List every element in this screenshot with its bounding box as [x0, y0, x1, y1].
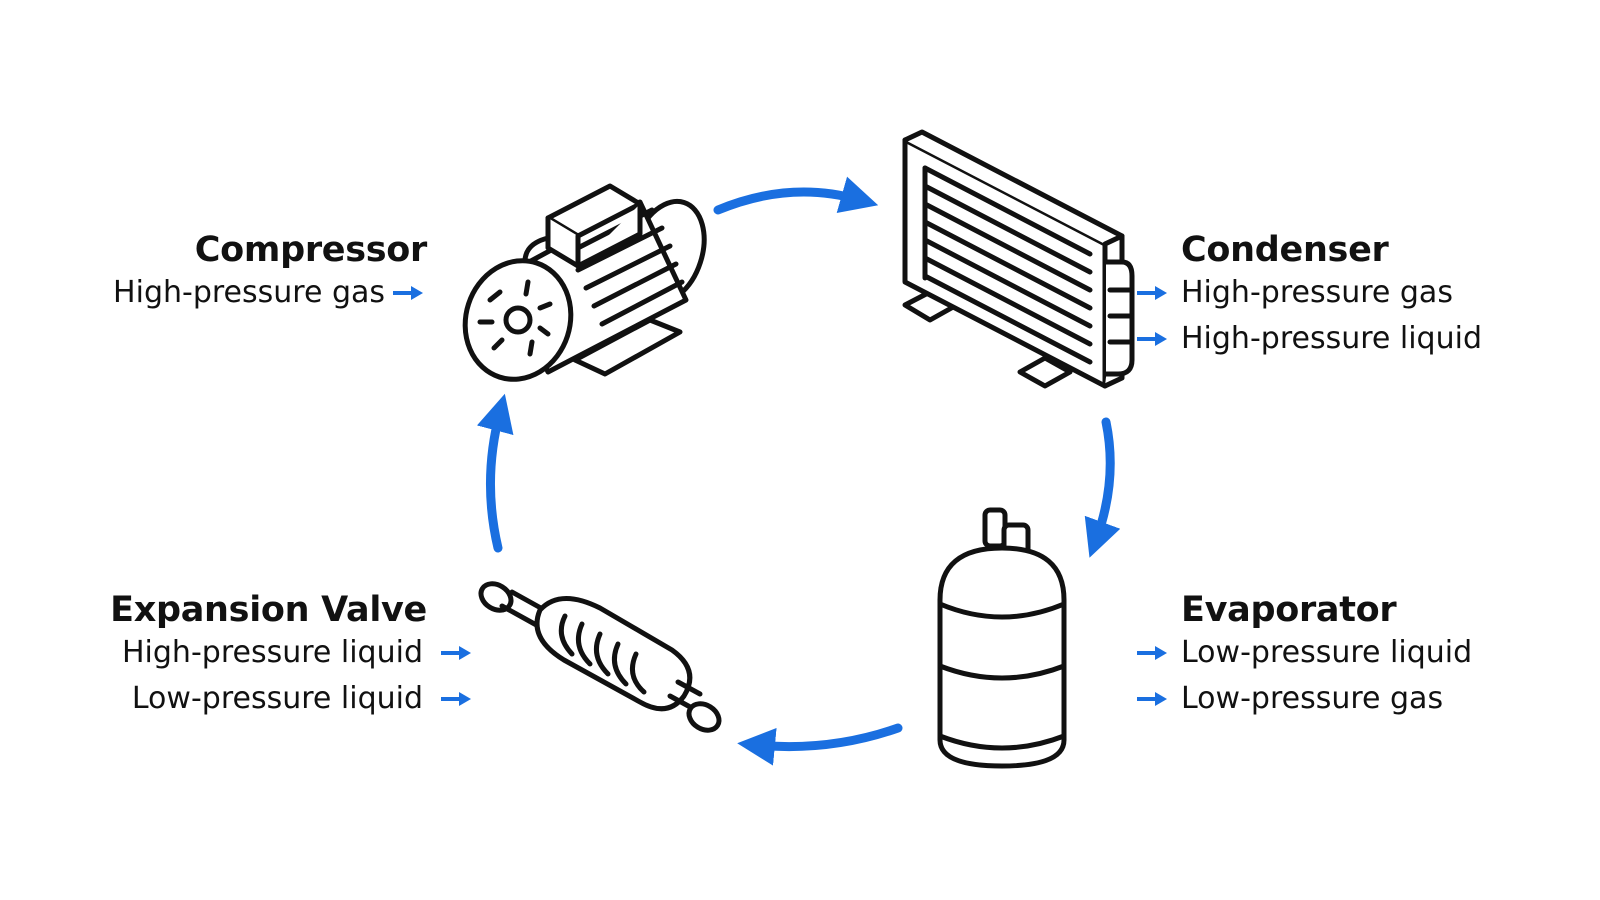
expansion-valve-line-1: High-pressure liquid [110, 630, 475, 676]
flow-arrow-evaporator-to-expansion-valve [737, 723, 903, 766]
evaporator-state-1: Low-pressure liquid [1181, 635, 1473, 670]
expansion-valve-label-block: Expansion Valve High-pressure liquid Low… [110, 590, 475, 722]
evaporator-line-2: Low-pressure gas [1135, 676, 1472, 722]
evaporator-label-block: Evaporator Low-pressure liquid Low-press… [1135, 590, 1472, 722]
expansion-valve-title: Expansion Valve [110, 590, 427, 630]
compressor-label-block: Compressor High-pressure gas [113, 230, 427, 316]
condenser-line-1: High-pressure gas [1135, 270, 1482, 316]
flow-arrow-compressor-to-condenser [713, 176, 879, 215]
condenser-state-1: High-pressure gas [1181, 275, 1453, 310]
condenser-line-2: High-pressure liquid [1135, 316, 1482, 362]
compressor-title: Compressor [194, 230, 428, 270]
arrow-right-icon [391, 283, 427, 303]
evaporator-line-1: Low-pressure liquid [1135, 630, 1472, 676]
compressor-line-1: High-pressure gas [113, 270, 427, 316]
arrow-right-icon [439, 689, 475, 709]
evaporator-state-2: Low-pressure gas [1181, 681, 1444, 716]
evaporator-title: Evaporator [1181, 590, 1397, 630]
valve-expansion-icon [478, 581, 722, 733]
arrow-right-icon [1135, 643, 1171, 663]
condenser-title: Condenser [1181, 230, 1389, 270]
expansion-valve-line-2: Low-pressure liquid [110, 676, 475, 722]
condenser-state-2: High-pressure liquid [1181, 321, 1482, 356]
compressor-state-1: High-pressure gas [113, 275, 385, 310]
expansion-valve-state-2: Low-pressure liquid [131, 681, 423, 716]
arrow-right-icon [439, 643, 475, 663]
flow-arrow-condenser-to-evaporator [1084, 417, 1121, 558]
expansion-valve-state-1: High-pressure liquid [122, 635, 423, 670]
arrow-right-icon [1135, 283, 1171, 303]
tank-evaporator-icon [937, 507, 1067, 769]
arrow-right-icon [1135, 689, 1171, 709]
condenser-label-block: Condenser High-pressure gas High-pressur… [1135, 230, 1482, 362]
arrow-right-icon [1135, 329, 1171, 349]
radiator-condenser-icon [902, 129, 1135, 389]
flow-arrow-expansion-valve-to-compressor [476, 393, 514, 553]
motor-compressor-icon [462, 183, 707, 382]
